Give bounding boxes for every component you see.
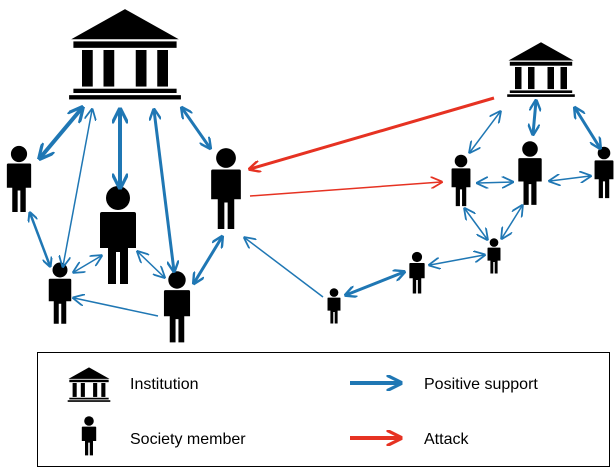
legend-label-attack: Attack [424,431,469,448]
support-arrow [533,101,536,134]
support-arrow [575,108,600,148]
person-icon-left-bottom [48,262,72,324]
support-arrow [63,110,92,266]
person-icon-middle [409,251,425,294]
attack-arrow [250,96,495,169]
support-arrow [470,112,500,152]
support-arrow [194,237,222,283]
person-icon-legend [81,416,97,456]
support-arrow [30,213,50,266]
person-icon-center-large [100,186,136,284]
support-arrow [430,255,484,265]
attack-arrow [249,182,441,197]
person-icon-attacked [211,148,241,229]
institution-icon-legend [67,367,111,402]
person-icon-right-small [487,238,501,274]
legend-label-society-member: Society member [130,431,246,448]
legend-box [37,352,610,467]
institution-icon-right [507,42,575,97]
support-arrow [550,176,590,181]
support-arrow [74,256,101,272]
person-icon-bottom-small [327,288,341,324]
person-icon-right-1 [451,154,471,207]
person-icon-far-right [594,146,614,199]
support-arrow [502,206,522,238]
support-arrow [346,272,404,295]
institution-icon-left [69,9,181,100]
legend-label-positive-support: Positive support [424,376,538,393]
support-arrow [40,108,82,158]
support-arrow [245,238,324,298]
person-icon-far-left [6,145,32,213]
person-icon-center-bottom [163,271,191,343]
support-arrow [478,182,512,183]
support-arrow [182,108,210,148]
support-arrow [154,110,174,271]
support-arrow [465,209,487,239]
support-arrow [138,252,164,277]
person-icon-right-2 [518,141,542,205]
support-arrow [74,298,159,317]
legend-label-institution: Institution [130,376,198,393]
legend: Institution Society member Positive supp… [37,352,610,467]
